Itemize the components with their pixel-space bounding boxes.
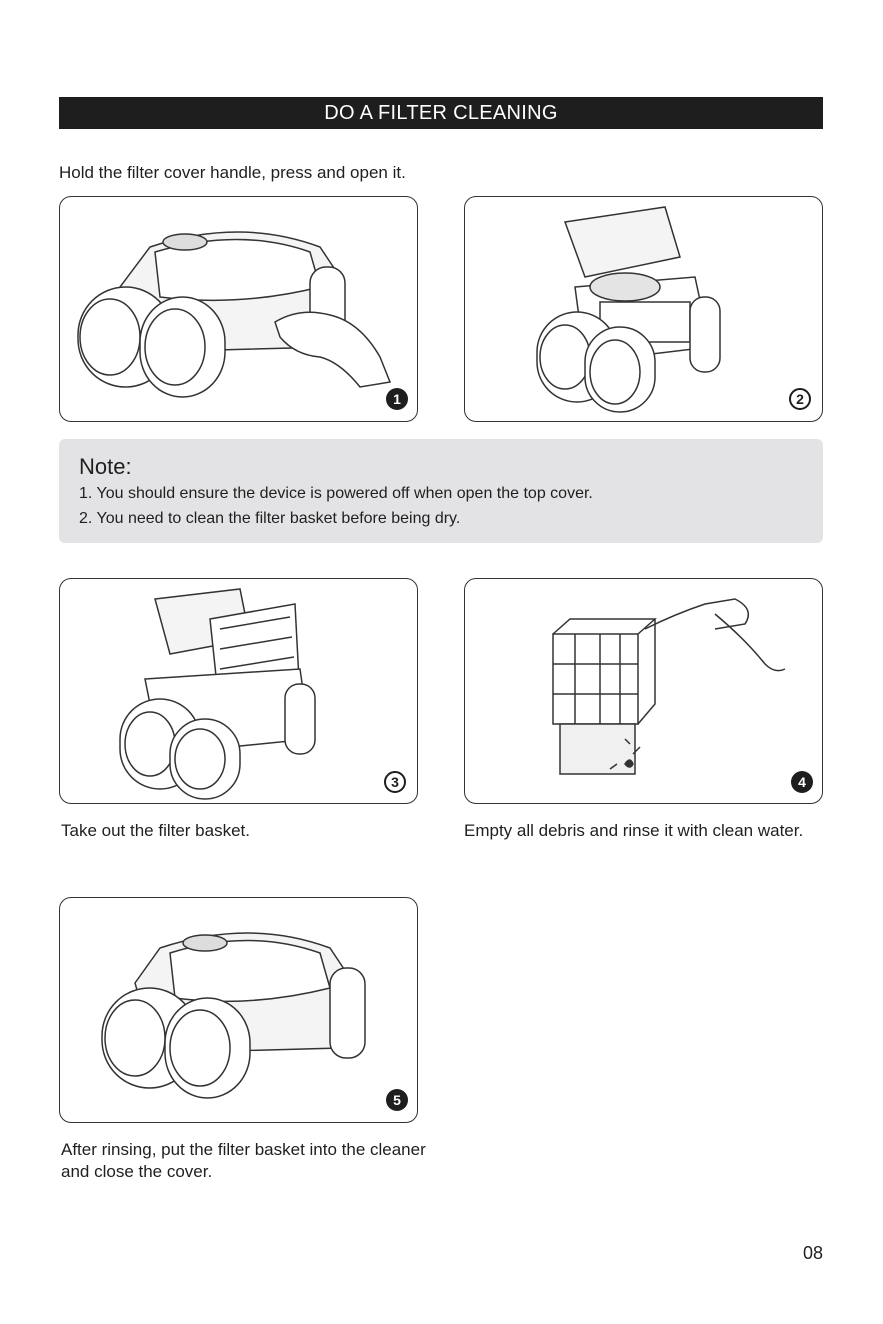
step-3-caption: Take out the filter basket. <box>61 821 250 840</box>
robot-open-cover-illustration <box>536 206 721 413</box>
section-title-banner: DO A FILTER CLEANING <box>59 97 823 129</box>
step-5-caption: After rinsing, put the filter basket int… <box>61 1140 426 1181</box>
robot-closed-hand-illustration <box>77 231 392 398</box>
step-1-panel: 1 <box>59 196 418 422</box>
step-4-badge: 4 <box>791 771 813 793</box>
step-2-badge: 2 <box>789 388 811 410</box>
step-1-badge: 1 <box>386 388 408 410</box>
step-1-instruction: Hold the filter cover handle, press and … <box>59 163 406 182</box>
step-4-caption: Empty all debris and rinse it with clean… <box>464 821 804 840</box>
page-number: 08 <box>802 1243 823 1263</box>
note-line-1: 1. You should ensure the device is power… <box>79 485 593 502</box>
robot-remove-basket-illustration <box>119 588 316 800</box>
section-title: DO A FILTER CLEANING <box>324 101 558 124</box>
step-4-panel: 4 <box>464 578 823 804</box>
step-3-badge: 3 <box>384 771 406 793</box>
step-5-panel: 5 <box>59 897 418 1123</box>
note-line-2: 2. You need to clean the filter basket b… <box>79 510 461 527</box>
step-2-panel: 2 <box>464 196 823 422</box>
step-5-badge: 5 <box>386 1089 408 1111</box>
note-box: Note: 1. You should ensure the device is… <box>59 439 823 543</box>
note-title: Note: <box>79 454 132 479</box>
step-3-panel: 3 <box>59 578 418 804</box>
robot-closed-illustration <box>101 932 366 1099</box>
basket-rinse-illustration <box>552 598 786 775</box>
